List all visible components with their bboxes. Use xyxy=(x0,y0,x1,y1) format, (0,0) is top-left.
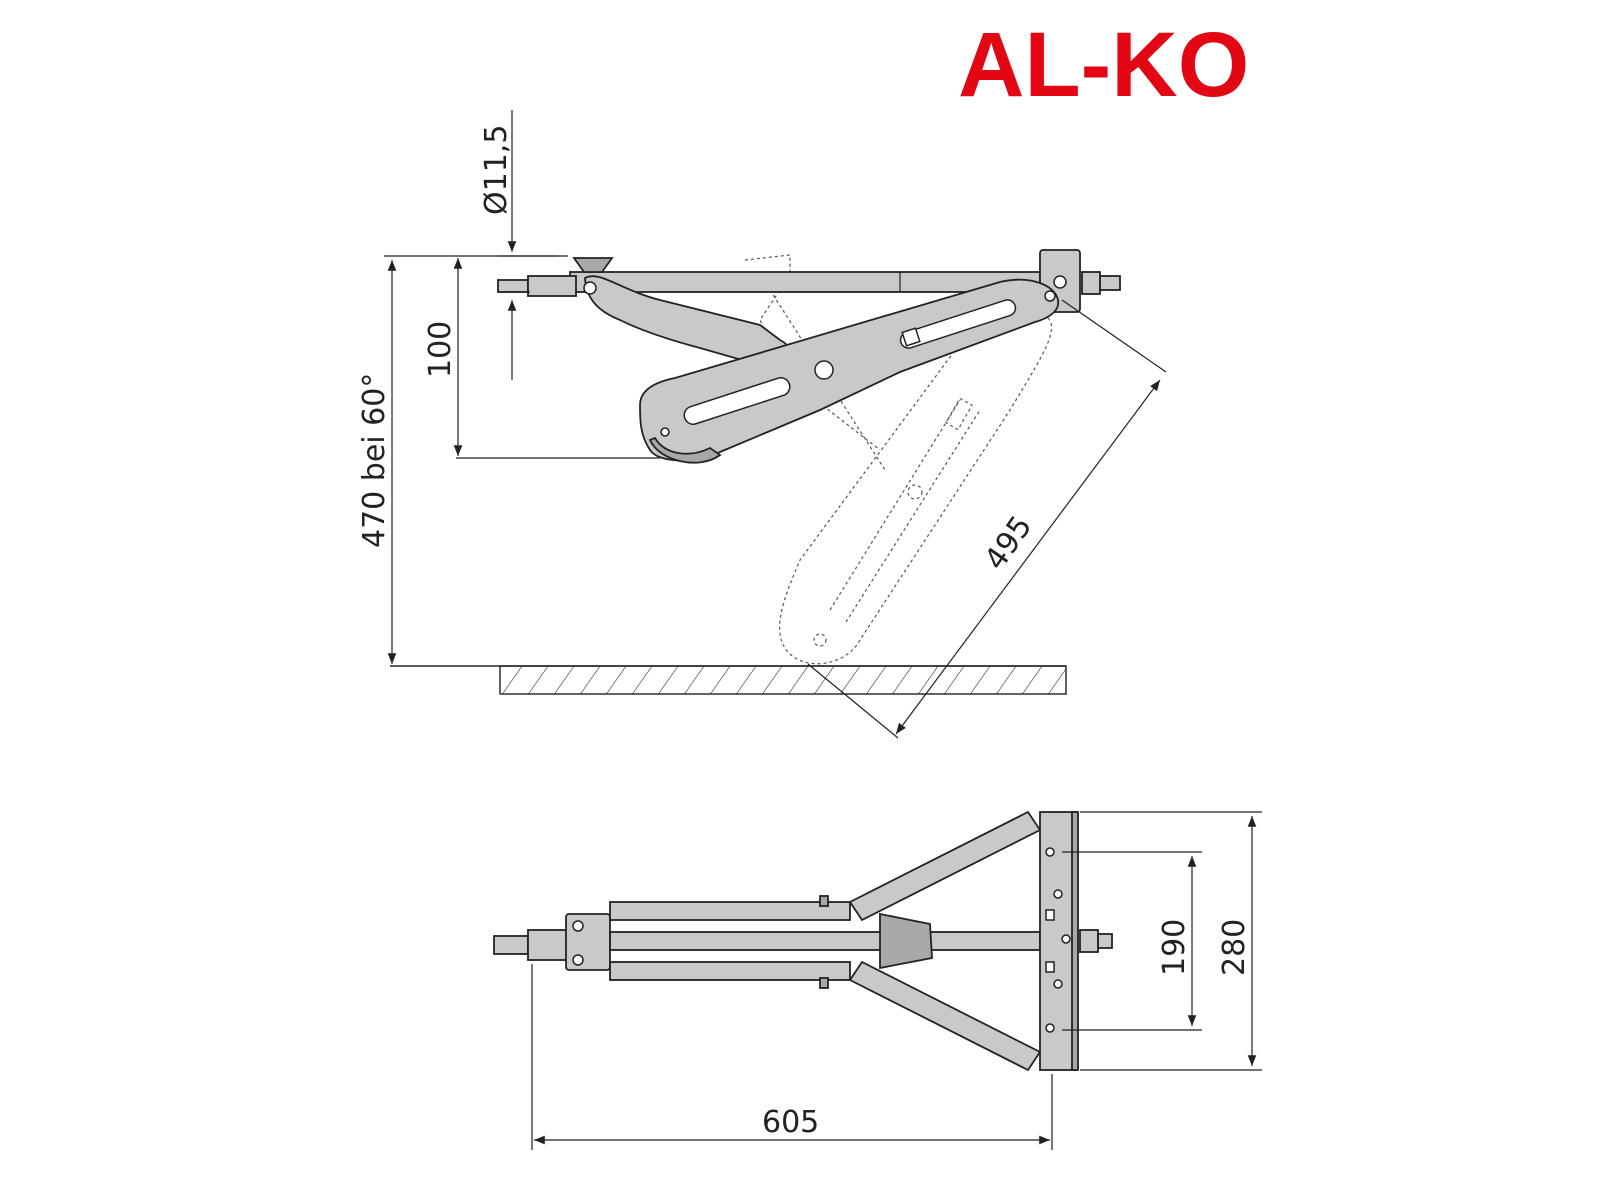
clamp-knob xyxy=(572,257,614,273)
slot-front xyxy=(683,377,791,425)
center-spindle xyxy=(609,931,1041,951)
v-arm-upper xyxy=(848,810,1042,922)
slot-rear xyxy=(899,299,1017,349)
bolt-nut xyxy=(1081,271,1101,295)
bolt-end-top xyxy=(1097,933,1113,949)
v-gusset xyxy=(879,912,933,970)
dim-total-length: 605 xyxy=(762,1105,819,1140)
dim-foot-width: 280 xyxy=(1217,919,1252,976)
bolt-end xyxy=(1099,275,1121,291)
bolt-nut-top xyxy=(1079,929,1099,953)
rail-lower xyxy=(609,961,851,981)
alko-logo: AL-KO xyxy=(958,14,1249,116)
crank-shaft-left xyxy=(497,279,529,293)
side-view: Ø11,5 100 470 bei 60° 495 xyxy=(357,110,1167,739)
dim-arm-length: 495 xyxy=(978,510,1040,577)
crank-shaft-top xyxy=(493,935,529,955)
rail-upper xyxy=(609,901,851,921)
dim-folded-height: 100 xyxy=(423,321,458,378)
top-view: 605 190 280 xyxy=(493,810,1262,1150)
dim-hole-spacing: 190 xyxy=(1157,919,1192,976)
shaft-collar xyxy=(527,275,577,297)
top-rail xyxy=(569,271,1041,293)
v-arm-lower xyxy=(848,960,1042,1072)
dim-lift-height: 470 bei 60° xyxy=(357,373,392,548)
foot-plate xyxy=(1039,811,1077,1071)
foot-pad xyxy=(648,436,722,464)
dim-bolt-diameter: Ø11,5 xyxy=(479,125,514,215)
shaft-collar-top xyxy=(527,929,573,961)
ground-hatch xyxy=(499,665,1067,695)
